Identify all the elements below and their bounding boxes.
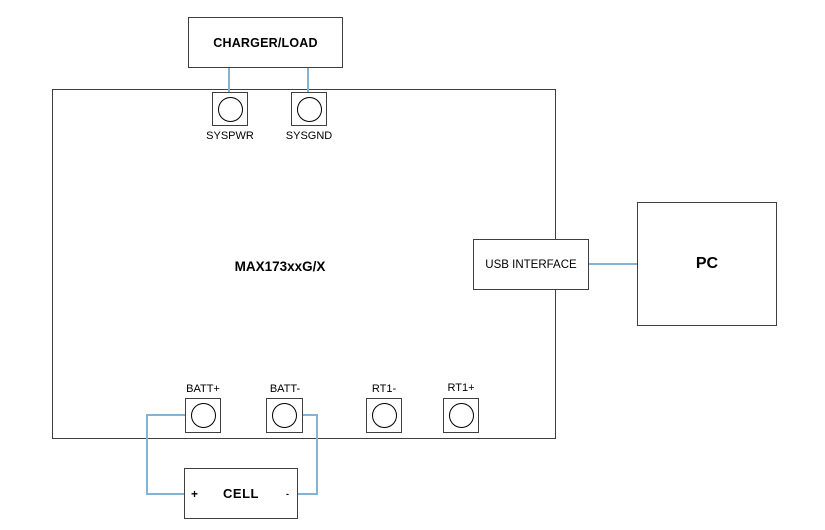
terminal-pad-batt-minus — [266, 398, 303, 433]
usb-interface-label: USB INTERFACE — [485, 258, 577, 271]
cell-label: CELL — [223, 486, 259, 501]
terminal-hole-icon — [448, 403, 474, 428]
cell-minus-sign: - — [286, 488, 289, 499]
terminal-pad-rt1-minus — [366, 398, 402, 433]
charger-load-box: CHARGER/LOAD — [188, 17, 343, 68]
charger-load-label: CHARGER/LOAD — [213, 35, 318, 50]
board-title: MAX173xxG/X — [234, 259, 326, 274]
terminal-hole-icon — [190, 403, 216, 428]
terminal-pad-rt1-plus — [443, 398, 479, 433]
terminal-label-batt-plus: BATT+ — [186, 383, 220, 395]
terminal-label-syspwr: SYSPWR — [206, 130, 254, 142]
wire-batt-plus-vertical — [146, 414, 148, 495]
terminal-hole-icon — [371, 403, 397, 428]
wire-usb-to-pc — [588, 263, 637, 265]
terminal-pad-syspwr — [212, 92, 248, 126]
terminal-label-rt1-plus: RT1+ — [447, 382, 475, 394]
cell-box: + CELL - — [184, 468, 298, 519]
wire-batt-minus-horizontal — [302, 414, 318, 416]
pc-label: PC — [695, 255, 719, 272]
terminal-label-sysgnd: SYSGND — [285, 130, 333, 142]
usb-interface-box: USB INTERFACE — [473, 239, 589, 290]
wire-cell-minus-horizontal — [298, 493, 318, 495]
terminal-label-rt1-minus: RT1- — [371, 383, 397, 395]
terminal-hole-icon — [217, 96, 243, 122]
wire-batt-plus-horizontal — [146, 414, 185, 416]
terminal-label-batt-minus: BATT- — [269, 383, 301, 395]
cell-plus-sign: + — [191, 486, 199, 501]
wire-batt-minus-vertical — [316, 414, 318, 495]
wire-cell-plus-horizontal — [146, 493, 184, 495]
wire-charger-to-syspwr — [228, 68, 230, 93]
terminal-pad-batt-plus — [185, 398, 221, 433]
terminal-hole-icon — [272, 403, 297, 428]
pc-box: PC — [637, 202, 777, 326]
terminal-hole-icon — [296, 96, 322, 122]
wire-charger-to-sysgnd — [307, 68, 309, 93]
terminal-pad-sysgnd — [291, 92, 327, 126]
